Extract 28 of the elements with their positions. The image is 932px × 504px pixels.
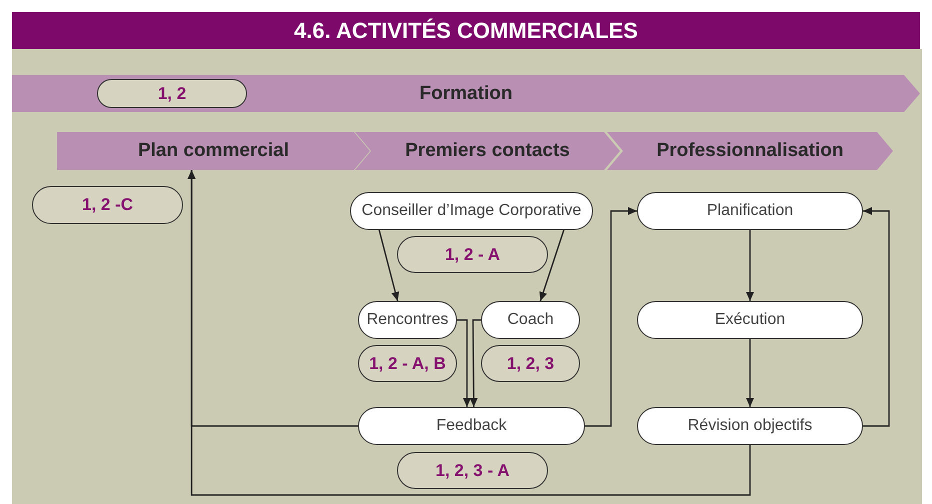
stage-label: Formation [420, 82, 512, 104]
reference-pill: 1, 2 - A [397, 236, 548, 273]
reference-pill: 1, 2, 3 - A [397, 452, 548, 489]
activity-box: Feedback [358, 407, 585, 445]
arrow [539, 230, 564, 302]
stage-band: Professionnalisation [607, 132, 893, 170]
reference-pill: 1, 2 -C [32, 186, 183, 224]
arrow [746, 230, 754, 301]
title-banner: 4.6. ACTIVITÉS COMMERCIALES [12, 12, 920, 49]
reference-pill: 1, 2 [97, 79, 247, 108]
arrow [457, 319, 471, 407]
reference-pill: 1, 2 - A, B [358, 345, 457, 382]
stage-band [12, 75, 920, 112]
activity-box: Exécution [637, 301, 863, 339]
activity-box: Révision objectifs [637, 407, 863, 445]
arrow [378, 230, 400, 302]
reference-pill: 1, 2, 3 [481, 345, 580, 382]
activity-box: Conseiller d’Image Corporative [350, 192, 593, 230]
arrow [470, 319, 481, 407]
arrow [863, 207, 890, 427]
arrow [188, 170, 751, 496]
arrow [585, 207, 637, 427]
activity-box: Planification [637, 192, 863, 230]
stage-band: Plan commercial [57, 132, 370, 170]
arrow [746, 339, 754, 407]
stage-band: Premiers contacts [355, 132, 620, 170]
activity-box: Rencontres [358, 301, 457, 339]
activity-box: Coach [481, 301, 580, 339]
